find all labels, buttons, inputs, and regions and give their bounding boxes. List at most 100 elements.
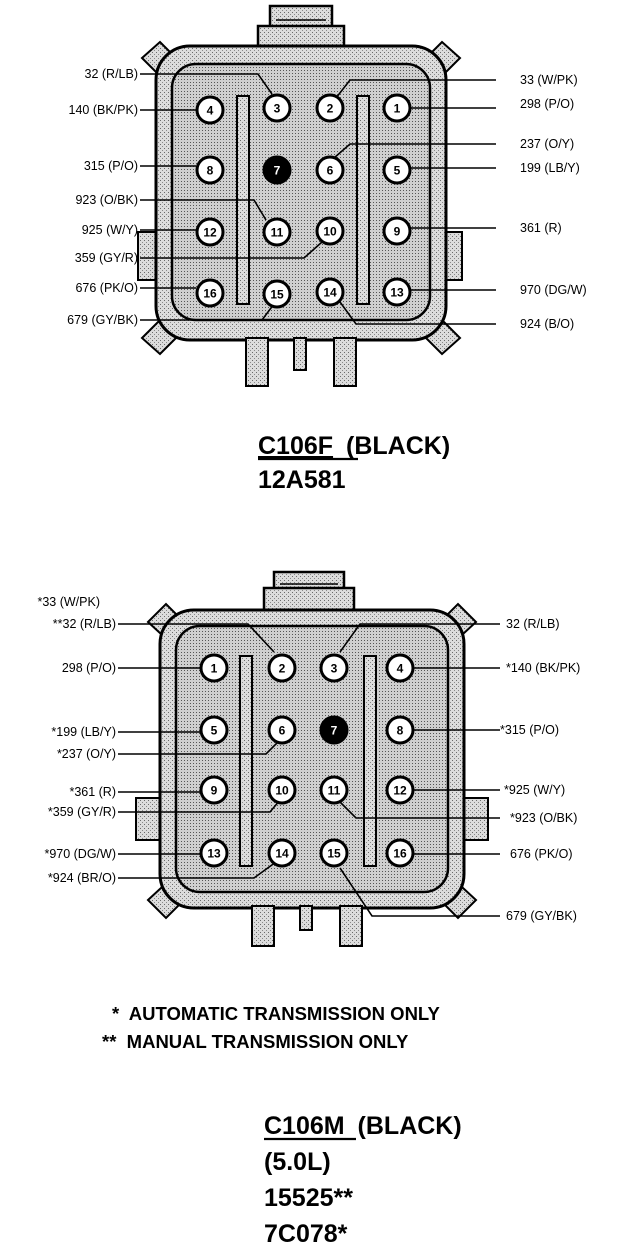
peg-mid bbox=[299, 905, 313, 931]
pin-m-11: 11 bbox=[319, 775, 349, 805]
wire-label-f-right: 33 (W/PK) bbox=[520, 73, 578, 87]
wire-label-m-right: *140 (BK/PK) bbox=[506, 661, 580, 675]
connector-c106m: 1 2 3 4 5 6 7 8 9 10 11 12 13 14 15 16 *… bbox=[37, 570, 580, 947]
pin-m-4: 4 bbox=[385, 653, 415, 683]
svg-text:5: 5 bbox=[211, 724, 218, 738]
pin-f-9: 9 bbox=[382, 216, 412, 246]
pin-f-3: 3 bbox=[262, 93, 292, 123]
svg-text:11: 11 bbox=[271, 226, 284, 240]
wire-label-m-right: 676 (PK/O) bbox=[510, 847, 573, 861]
wire-label-f-left: 315 (P/O) bbox=[84, 159, 138, 173]
wire-label-m-right: 32 (R/LB) bbox=[506, 617, 560, 631]
peg-right bbox=[339, 905, 363, 947]
svg-text:11: 11 bbox=[328, 784, 341, 798]
peg-left bbox=[245, 337, 269, 387]
svg-text:6: 6 bbox=[327, 164, 334, 178]
svg-text:7: 7 bbox=[331, 724, 338, 738]
wire-label-m-right: *925 (W/Y) bbox=[504, 783, 565, 797]
svg-text:2: 2 bbox=[279, 662, 286, 676]
svg-text:1: 1 bbox=[394, 102, 401, 116]
pin-m-5: 5 bbox=[199, 715, 229, 745]
svg-text:12: 12 bbox=[203, 226, 217, 240]
connector-m-part-manual: 15525** bbox=[264, 1184, 353, 1212]
note-automatic: * AUTOMATIC TRANSMISSION ONLY bbox=[112, 1003, 441, 1024]
svg-text:2: 2 bbox=[327, 102, 334, 116]
key-bar-right bbox=[363, 655, 377, 867]
svg-text:15: 15 bbox=[270, 288, 284, 302]
pin-m-14: 14 bbox=[267, 838, 297, 868]
svg-text:4: 4 bbox=[207, 104, 214, 118]
wire-label-m-left: *237 (O/Y) bbox=[57, 747, 116, 761]
wire-label-f-left: 923 (O/BK) bbox=[75, 193, 138, 207]
pin-f-7: 7 bbox=[262, 155, 292, 185]
svg-text:16: 16 bbox=[203, 287, 217, 301]
svg-text:9: 9 bbox=[211, 784, 218, 798]
connector-f-part: 12A581 bbox=[258, 466, 346, 494]
svg-text:10: 10 bbox=[275, 784, 289, 798]
pin-f-5: 5 bbox=[382, 155, 412, 185]
svg-text:13: 13 bbox=[207, 847, 221, 861]
svg-text:10: 10 bbox=[323, 225, 337, 239]
pin-f-15: 15 bbox=[262, 279, 292, 309]
pin-m-3: 3 bbox=[319, 653, 349, 683]
pin-m-6: 6 bbox=[267, 715, 297, 745]
wire-label-f-right: 237 (O/Y) bbox=[520, 137, 574, 151]
wire-label-m-right: 679 (GY/BK) bbox=[506, 909, 577, 923]
svg-text:14: 14 bbox=[323, 286, 337, 300]
svg-text:6: 6 bbox=[279, 724, 286, 738]
svg-text:14: 14 bbox=[275, 847, 289, 861]
pin-f-1: 1 bbox=[382, 93, 412, 123]
wire-label-m-right: *923 (O/BK) bbox=[510, 811, 577, 825]
svg-text:3: 3 bbox=[331, 662, 338, 676]
wire-label-f-right: 924 (B/O) bbox=[520, 317, 574, 331]
connector-m-title: C106M (BLACK) bbox=[264, 1112, 462, 1140]
peg-right bbox=[333, 337, 357, 387]
pin-m-12: 12 bbox=[385, 775, 415, 805]
svg-text:5: 5 bbox=[394, 164, 401, 178]
wire-label-m-left: 298 (P/O) bbox=[62, 661, 116, 675]
pin-f-13: 13 bbox=[382, 277, 412, 307]
key-bar-left bbox=[239, 655, 253, 867]
pin-f-16: 16 bbox=[195, 278, 225, 308]
latch-top bbox=[256, 4, 346, 50]
svg-text:8: 8 bbox=[207, 164, 214, 178]
peg-left bbox=[251, 905, 275, 947]
wire-label-f-left: 140 (BK/PK) bbox=[69, 103, 138, 117]
svg-text:16: 16 bbox=[393, 847, 407, 861]
pin-m-7: 7 bbox=[319, 715, 349, 745]
svg-text:8: 8 bbox=[397, 724, 404, 738]
wire-label-f-left: 359 (GY/R) bbox=[75, 251, 138, 265]
pin-f-14: 14 bbox=[315, 277, 345, 307]
wire-label-f-right: 298 (P/O) bbox=[520, 97, 574, 111]
wire-label-f-left: 32 (R/LB) bbox=[85, 67, 139, 81]
connector-f-title: C106F (BLACK) bbox=[258, 432, 450, 460]
wire-label-m-right: *315 (P/O) bbox=[500, 723, 559, 737]
pin-f-10: 10 bbox=[315, 216, 345, 246]
wire-label-m-left: **32 (R/LB) bbox=[53, 617, 116, 631]
svg-text:4: 4 bbox=[397, 662, 404, 676]
wire-label-m-left: *33 (W/PK) bbox=[37, 595, 100, 609]
connector-m-part-auto: 7C078* bbox=[264, 1220, 348, 1248]
pin-f-4: 4 bbox=[195, 95, 225, 125]
wire-label-f-right: 361 (R) bbox=[520, 221, 562, 235]
pin-m-15: 15 bbox=[319, 838, 349, 868]
note-manual: ** MANUAL TRANSMISSION ONLY bbox=[102, 1031, 409, 1052]
svg-text:12: 12 bbox=[393, 784, 407, 798]
svg-text:7: 7 bbox=[274, 164, 281, 178]
pin-m-13: 13 bbox=[199, 838, 229, 868]
pin-m-1: 1 bbox=[199, 653, 229, 683]
pin-m-9: 9 bbox=[199, 775, 229, 805]
peg-mid bbox=[293, 337, 307, 371]
wire-label-m-left: *199 (LB/Y) bbox=[51, 725, 116, 739]
svg-text:1: 1 bbox=[211, 662, 218, 676]
svg-text:3: 3 bbox=[274, 102, 281, 116]
wire-label-m-left: *924 (BR/O) bbox=[48, 871, 116, 885]
svg-text:9: 9 bbox=[394, 225, 401, 239]
connector-c106f: 1 2 3 4 5 6 7 8 9 10 11 12 13 14 15 16 3… bbox=[67, 4, 587, 494]
wire-label-f-right: 970 (DG/W) bbox=[520, 283, 587, 297]
wire-label-f-left: 679 (GY/BK) bbox=[67, 313, 138, 327]
wire-label-f-left: 676 (PK/O) bbox=[75, 281, 138, 295]
pin-f-11: 11 bbox=[262, 217, 292, 247]
connector-m-engine: (5.0L) bbox=[264, 1148, 331, 1176]
